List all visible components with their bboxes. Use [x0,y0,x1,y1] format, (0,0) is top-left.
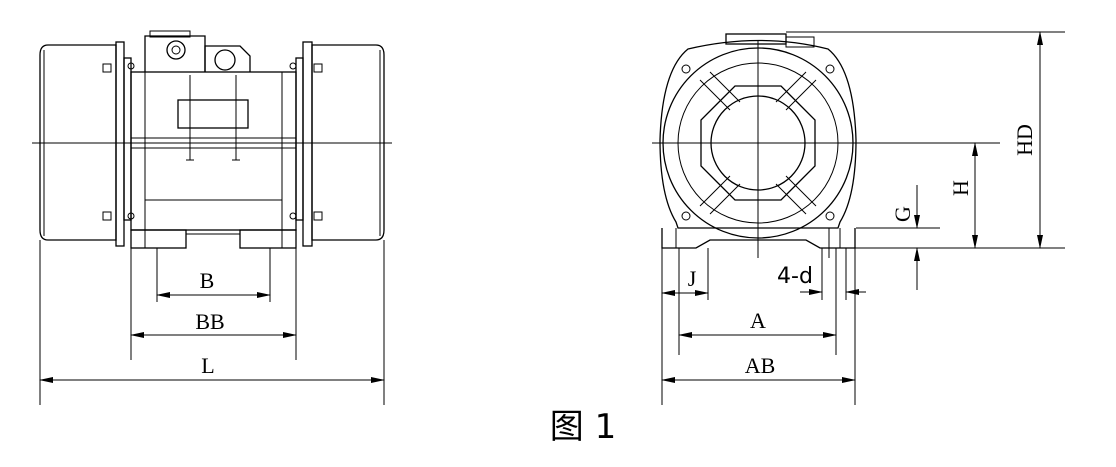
dim-g-label: G [890,206,915,222]
figure-caption: 图 1 [550,407,616,447]
left-end-cover [39,44,117,241]
cable-gland [166,40,186,60]
right-foot [239,229,297,249]
cross-ribs [699,71,817,215]
left-flange [115,41,125,247]
dim-l-label: L [201,353,214,378]
flange-bolts [102,62,323,221]
side-view: B BB L [32,30,392,405]
housing-outer [659,39,857,229]
dim-hd-label: HD [1012,124,1037,156]
dim-j-label: J [688,266,697,291]
front-terminal-box [725,33,787,45]
motor-body [130,71,297,231]
flange-circle [662,47,854,239]
front-base [661,228,856,249]
clamp-band [177,99,249,129]
dim-ab-label: AB [745,353,776,378]
dim-a-label: A [750,308,766,333]
right-flange [302,41,313,247]
rotor-circle [710,95,806,191]
right-end-cover [311,44,385,241]
dim-4d-label: 4-d [777,264,813,289]
front-bolts [681,64,835,221]
left-foot [130,229,187,249]
dim-b-label: B [200,268,215,293]
front-view: J 4-d A AB G H HD [652,31,1065,405]
dim-bb-label: BB [195,309,224,334]
dim-h-label: H [948,180,973,196]
